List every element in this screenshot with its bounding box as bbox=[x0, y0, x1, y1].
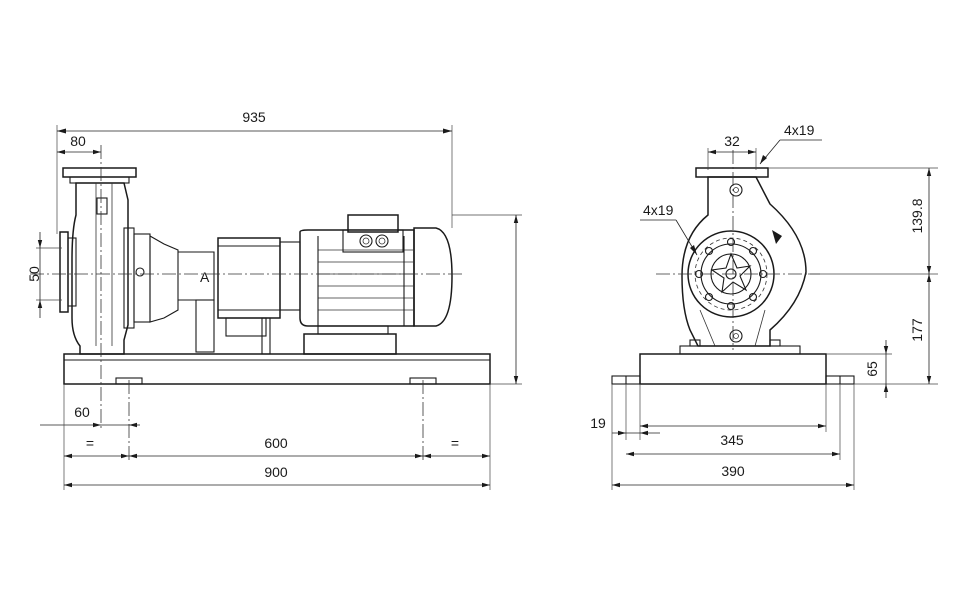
dim-label-flange-bolts-top: 4x19 bbox=[784, 122, 815, 138]
dim-label-flange-bolts-side: 4x19 bbox=[643, 202, 674, 218]
dim-label-shaft-height: 177 bbox=[909, 318, 925, 342]
coupling-guard-side bbox=[217, 237, 281, 355]
front-view: 32 4x19 4x19 139.8 177 bbox=[590, 122, 938, 490]
motor-side bbox=[279, 214, 453, 355]
dim-60: 60 bbox=[40, 404, 140, 428]
dim-label-suction-offset: 80 bbox=[70, 133, 86, 149]
dim-345: 345 bbox=[640, 384, 827, 448]
dim-390: 390 bbox=[611, 384, 855, 490]
dim-label-base-height: 65 bbox=[864, 361, 880, 377]
dim-label-overall-length: 935 bbox=[242, 109, 266, 125]
dim-935: 935 bbox=[56, 109, 453, 234]
dim-label-suction-dia: 50 bbox=[26, 266, 42, 282]
dim-label-equal-left: = bbox=[86, 435, 94, 451]
dim-19: 19 bbox=[590, 384, 660, 440]
dim-label-slot-width: 19 bbox=[590, 415, 606, 431]
volute-casing-front bbox=[679, 167, 807, 355]
dim-label-discharge-height: 139.8 bbox=[909, 198, 925, 233]
svg-text:A: A bbox=[200, 269, 210, 285]
bearing-bracket-side: A bbox=[135, 235, 215, 353]
dim-overall-height-side bbox=[452, 214, 522, 385]
base-frame-front bbox=[611, 353, 855, 385]
dim-label-bolt-spacing: 600 bbox=[264, 435, 288, 451]
dim-32: 32 bbox=[707, 133, 757, 170]
dim-heights-front: 139.8 177 65 bbox=[768, 167, 938, 398]
dim-label-base-inner-width: 345 bbox=[720, 432, 744, 448]
dim-label-base-length: 900 bbox=[264, 464, 288, 480]
dim-label-equal-right: = bbox=[451, 435, 459, 451]
dim-80: 80 bbox=[57, 133, 101, 155]
leader-bolts-top: 4x19 bbox=[759, 122, 822, 165]
base-frame-side bbox=[63, 353, 491, 385]
side-view: A bbox=[26, 109, 522, 490]
dim-600: = 600 = bbox=[63, 384, 491, 490]
pump-casing-side bbox=[59, 167, 151, 355]
dim-label-foot-offset: 60 bbox=[74, 404, 90, 420]
dim-label-flange-dia: 32 bbox=[724, 133, 740, 149]
dim-50: 50 bbox=[26, 232, 62, 318]
leader-bolts-side: 4x19 bbox=[640, 202, 698, 256]
dim-900: 900 bbox=[64, 464, 490, 488]
dim-label-base-width: 390 bbox=[721, 463, 745, 479]
